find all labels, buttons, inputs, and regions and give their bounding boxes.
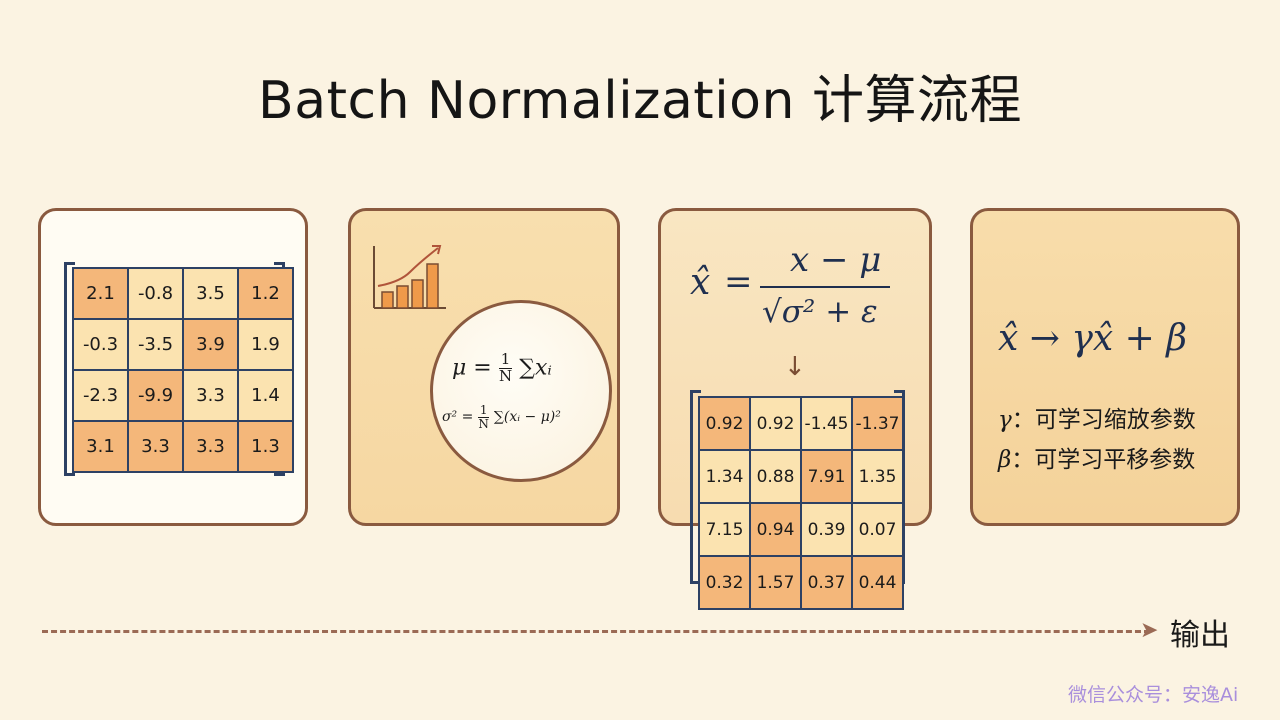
- normalized-matrix-cell: 0.37: [800, 555, 853, 610]
- input-matrix-cell: -0.8: [127, 267, 184, 320]
- variance-frac-num: 1: [477, 403, 490, 418]
- normalized-matrix-left-bracket: [690, 390, 701, 584]
- normalize-equals: =: [724, 262, 753, 302]
- normalized-matrix-cell: 1.57: [749, 555, 802, 610]
- input-matrix-cell: 3.1: [72, 420, 129, 473]
- flow-dashed-line: [42, 630, 1150, 633]
- input-matrix-cell: 1.4: [237, 369, 294, 422]
- scale-shift-panel: [970, 208, 1240, 526]
- input-matrix-cell: -9.9: [127, 369, 184, 422]
- watermark: 微信公众号：安逸Ai: [1068, 684, 1239, 706]
- variance-frac-den: N: [478, 416, 489, 431]
- normalized-matrix-cell: 1.35: [851, 449, 904, 504]
- mean-formula: μ = 1 N ∑xᵢ: [452, 350, 552, 385]
- input-matrix-cell: -3.5: [127, 318, 184, 371]
- beta-symbol: β: [998, 447, 1012, 473]
- normalize-fraction-bar: [760, 286, 890, 288]
- normalized-matrix-cell: 0.44: [851, 555, 904, 610]
- normalized-matrix-cell: 1.34: [698, 449, 751, 504]
- normalized-matrix-cell: 0.39: [800, 502, 853, 557]
- normalize-numerator: x − μ: [790, 240, 882, 280]
- normalized-matrix-cell: 0.88: [749, 449, 802, 504]
- variance-formula: σ² = 1 N ∑(xᵢ − μ)²: [442, 404, 561, 430]
- beta-text: ：可学习平移参数: [1011, 447, 1196, 473]
- gamma-text: ：可学习缩放参数: [1011, 407, 1196, 433]
- normalize-denominator: √σ² + ε: [762, 294, 878, 330]
- input-matrix-cell: 1.9: [237, 318, 294, 371]
- arrow-down-icon: ↓: [784, 352, 806, 382]
- input-matrix-cell: 3.3: [182, 369, 239, 422]
- normalized-matrix-cell: -1.45: [800, 396, 853, 451]
- normalized-matrix-cell: -1.37: [851, 396, 904, 451]
- mean-lhs: μ =: [452, 355, 492, 381]
- gamma-symbol: γ: [998, 407, 1012, 433]
- mean-rhs: ∑xᵢ: [519, 355, 552, 381]
- mean-frac-den: N: [498, 366, 513, 385]
- input-matrix-cell: 3.3: [182, 420, 239, 473]
- beta-description: β：可学习平移参数: [998, 440, 1195, 474]
- bar-chart-icon: [373, 245, 446, 309]
- output-label: 输出: [1170, 618, 1230, 653]
- normalized-matrix-cell: 0.32: [698, 555, 751, 610]
- normalize-lhs: x̂: [690, 262, 711, 303]
- arrow-right-icon: ➤: [1140, 618, 1159, 643]
- input-matrix-cell: 3.9: [182, 318, 239, 371]
- input-matrix-left-bracket: [64, 262, 75, 476]
- input-matrix-cell: 2.1: [72, 267, 129, 320]
- input-matrix-cell: 1.3: [237, 420, 294, 473]
- input-matrix-cell: -0.3: [72, 318, 129, 371]
- variance-lhs: σ² =: [442, 409, 474, 426]
- normalized-matrix-cell: 0.92: [749, 396, 802, 451]
- normalized-matrix-cell: 7.91: [800, 449, 853, 504]
- statistics-circle: [430, 300, 612, 482]
- mean-frac-num: 1: [498, 350, 513, 369]
- variance-rhs: ∑(xᵢ − μ)²: [493, 409, 561, 426]
- normalized-matrix-cell: 0.92: [698, 396, 751, 451]
- scale-shift-formula: x̂ → γx̂ + β: [998, 318, 1188, 359]
- input-matrix-cell: 3.3: [127, 420, 184, 473]
- page-title: Batch Normalization 计算流程: [258, 71, 1022, 131]
- mean-fraction: 1 N: [498, 350, 513, 385]
- variance-fraction: 1 N: [477, 403, 490, 431]
- input-matrix-cell: 3.5: [182, 267, 239, 320]
- input-matrix-cell: -2.3: [72, 369, 129, 422]
- normalized-matrix-cell: 0.07: [851, 502, 904, 557]
- normalized-matrix-cell: 7.15: [698, 502, 751, 557]
- normalized-matrix-cell: 0.94: [749, 502, 802, 557]
- gamma-description: γ：可学习缩放参数: [998, 400, 1196, 434]
- input-matrix-cell: 1.2: [237, 267, 294, 320]
